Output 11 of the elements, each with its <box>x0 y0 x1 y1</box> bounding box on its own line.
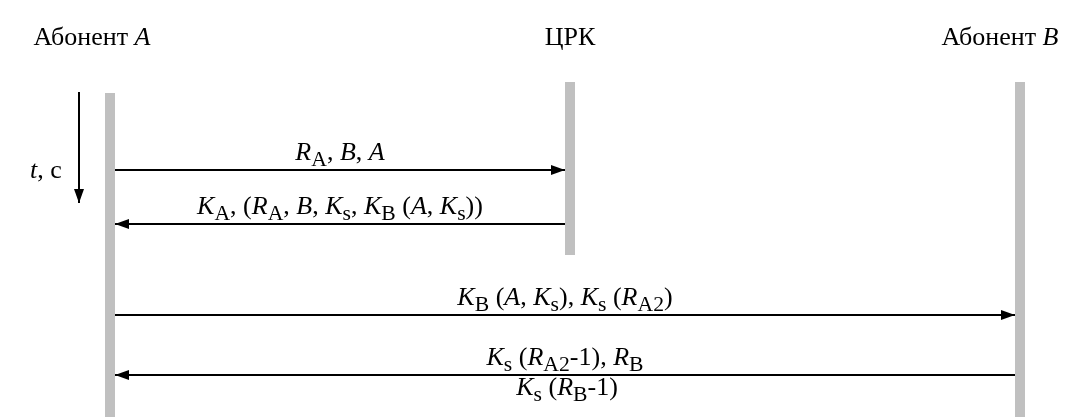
participant-name: ЦРК <box>544 22 596 52</box>
participant-name: Абонент B <box>941 22 1059 52</box>
participant-name: Абонент A <box>33 22 151 52</box>
message-arrow <box>114 310 1016 320</box>
message-label: R$_{A}$, B, A <box>295 137 385 174</box>
axis-label: t, с <box>30 155 62 185</box>
message-arrow <box>114 370 1016 380</box>
message-label: K$_{A}$, (R$_{A}$, B, K$_{s}$, K$_{B}$ (A, K$_{s}$)) <box>197 191 483 228</box>
message-arrow <box>114 165 566 175</box>
message-label: K$_{B}$ (A, K$_{s}$), K$_{s}$ (R$_{A2}$) <box>457 282 673 319</box>
message-arrow <box>114 219 566 229</box>
